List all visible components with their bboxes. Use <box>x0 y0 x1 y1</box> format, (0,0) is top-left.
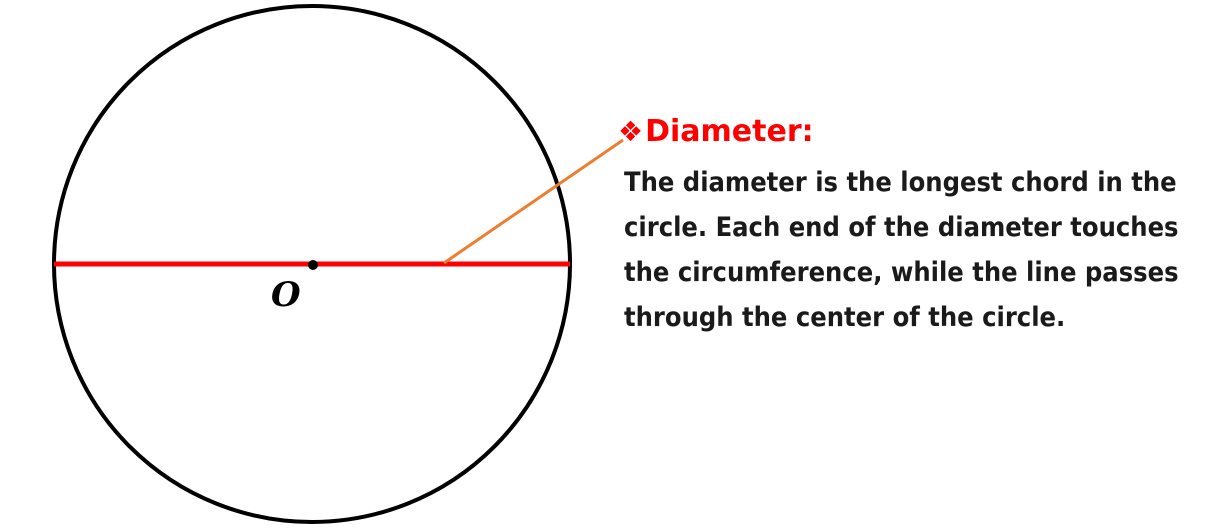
center-point <box>308 260 318 270</box>
callout-pointer-line <box>443 138 624 265</box>
diamond-four-bullet-icon: ❖ <box>618 115 644 148</box>
callout-heading: Diameter: <box>645 114 814 149</box>
callout-heading-row: ❖ Diameter: <box>618 108 1203 156</box>
center-label: O <box>271 275 301 315</box>
diameter-callout: ❖ Diameter: The diameter is the longest … <box>618 108 1203 340</box>
callout-body: The diameter is the longest chord in the… <box>624 167 1179 333</box>
